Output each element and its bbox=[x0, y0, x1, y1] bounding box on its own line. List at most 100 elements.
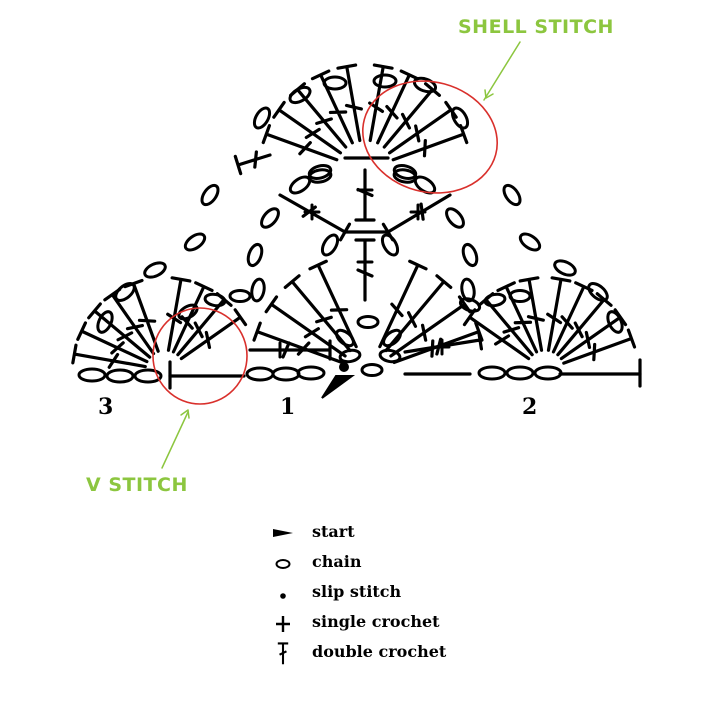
legend-item-chain: chain bbox=[270, 550, 530, 580]
double-crochet-stitch bbox=[272, 100, 343, 155]
single-crochet-cross-icon bbox=[276, 616, 290, 632]
chain-stitch bbox=[461, 242, 479, 268]
double-crochet-stitch bbox=[384, 274, 453, 353]
double-crochet-stitch bbox=[76, 321, 149, 364]
double-crochet-stitch bbox=[308, 259, 358, 349]
chain-stitch bbox=[502, 183, 522, 207]
shell-stitch-callout: SHELL STITCH bbox=[458, 16, 614, 38]
chain-stitch bbox=[518, 232, 542, 252]
double-crochet-stitch bbox=[248, 339, 332, 361]
chain-stitch bbox=[458, 297, 482, 313]
double-crochet-stitch bbox=[261, 124, 339, 162]
chain-stitch bbox=[445, 207, 465, 229]
single-crochet-stitch bbox=[356, 181, 374, 199]
start-arrow-icon bbox=[273, 529, 293, 537]
chain-stitch bbox=[245, 366, 275, 382]
single-crochet-stitch bbox=[433, 338, 451, 356]
chain-stitch bbox=[250, 277, 266, 303]
double-crochet-stitch bbox=[71, 343, 147, 369]
shell-callout-arrowhead bbox=[484, 89, 494, 99]
legend-label: slip stitch bbox=[312, 582, 402, 601]
chain-stitch bbox=[380, 233, 400, 257]
chain-stitch bbox=[460, 277, 476, 303]
chain-stitch bbox=[183, 232, 207, 252]
chain-stitch bbox=[228, 289, 252, 303]
slip-stitch-dot-icon bbox=[280, 593, 286, 599]
chain-stitch bbox=[392, 164, 418, 180]
legend-label: start bbox=[312, 522, 355, 541]
chain-stitch bbox=[260, 207, 280, 229]
chain-stitch bbox=[133, 368, 163, 384]
chain-stitch bbox=[508, 289, 532, 303]
slip-stitch bbox=[339, 362, 349, 372]
chain-stitch bbox=[105, 368, 135, 384]
chain-stitch bbox=[320, 233, 340, 257]
single-crochet-stitch bbox=[303, 203, 321, 221]
chain-oval-icon bbox=[275, 559, 291, 569]
double-crochet-stitch bbox=[378, 259, 428, 349]
v-callout-pointer bbox=[161, 411, 189, 469]
legend-item-single-crochet: single crochet bbox=[270, 610, 530, 640]
chain-stitch bbox=[77, 367, 107, 383]
single-crochet-stitch bbox=[271, 341, 289, 359]
chain-stitch bbox=[606, 310, 624, 334]
chain-stitch bbox=[553, 259, 577, 277]
legend-item-start: start bbox=[270, 520, 530, 550]
double-crochet-stitch bbox=[283, 274, 352, 353]
double-crochet-stitch bbox=[278, 193, 352, 242]
double-crochet-stitch bbox=[264, 295, 347, 358]
double-crochet-stitch bbox=[562, 328, 637, 365]
chain-stitch bbox=[356, 315, 380, 329]
row-number-2: 2 bbox=[522, 394, 538, 420]
chain-stitch bbox=[505, 365, 535, 381]
chain-stitch bbox=[322, 75, 348, 91]
chain-stitch bbox=[203, 292, 227, 308]
row-number-1: 1 bbox=[280, 394, 296, 420]
legend-label: single crochet bbox=[312, 612, 440, 631]
chain-stitch bbox=[450, 106, 470, 130]
double-crochet-stitch bbox=[336, 63, 363, 143]
crochet-chart bbox=[71, 41, 642, 469]
double-crochet-stitch bbox=[382, 82, 441, 149]
chain-stitch bbox=[382, 328, 402, 348]
chain-stitch bbox=[252, 106, 272, 130]
chain-stitch bbox=[392, 168, 418, 184]
v-stitch-callout: V STITCH bbox=[86, 474, 188, 496]
double-crochet-stitch bbox=[376, 69, 420, 145]
chain-stitch bbox=[533, 365, 563, 381]
chain-stitch bbox=[288, 85, 312, 105]
chain-stitch bbox=[296, 365, 326, 381]
legend-item-slip-stitch: slip stitch bbox=[270, 580, 530, 610]
double-crochet-stitch bbox=[546, 276, 572, 352]
chain-stitch bbox=[307, 164, 333, 180]
chain-stitch bbox=[307, 168, 333, 184]
chain-stitch bbox=[483, 292, 507, 308]
single-crochet-stitch bbox=[356, 253, 374, 271]
legend-item-double-crochet: double crochet bbox=[270, 640, 530, 670]
chain-stitch bbox=[378, 348, 402, 364]
v-callout-arrowhead bbox=[180, 409, 190, 419]
single-crochet-stitch bbox=[409, 203, 427, 221]
chain-stitch bbox=[372, 73, 398, 89]
double-crochet-stitch bbox=[387, 100, 458, 155]
double-crochet-stitch bbox=[87, 302, 152, 359]
chain-stitch bbox=[96, 310, 114, 334]
double-crochet-stitch bbox=[179, 308, 248, 361]
chain-stitch bbox=[246, 242, 264, 268]
chain-stitch bbox=[477, 365, 507, 381]
legend-label: double crochet bbox=[312, 642, 447, 661]
chain-stitch bbox=[143, 261, 167, 279]
row-number-3: 3 bbox=[98, 394, 114, 420]
chain-stitch bbox=[271, 366, 301, 382]
chain-stitch bbox=[200, 183, 220, 207]
start-arrow bbox=[321, 375, 356, 399]
double-crochet-stitch bbox=[233, 150, 272, 176]
chain-stitch bbox=[114, 282, 136, 302]
v-stitch-highlight-ring bbox=[152, 307, 248, 405]
double-crochet-t-icon bbox=[277, 642, 289, 665]
chain-stitch bbox=[587, 282, 609, 302]
shell-callout-pointer bbox=[483, 41, 521, 101]
legend: start chain slip stitch single crochet d… bbox=[270, 520, 530, 670]
chain-stitch bbox=[360, 363, 384, 377]
legend-label: chain bbox=[312, 552, 362, 571]
